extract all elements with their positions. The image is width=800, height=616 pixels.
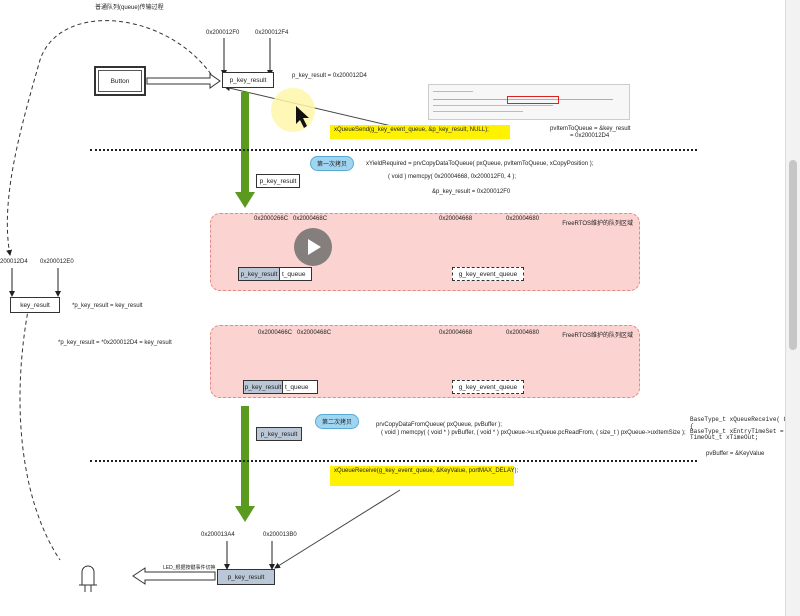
left-addr-right: 0x200012E0 — [40, 259, 74, 265]
copy1-line3: &p_key_result = 0x200012F0 — [432, 189, 511, 195]
region2-addr2: 0x2000468C — [297, 330, 332, 336]
green-arrow-2-shaft — [241, 406, 249, 508]
region1-addr1: 0x2000266C — [254, 216, 289, 222]
led-icon — [79, 565, 97, 592]
receive-connector — [274, 489, 401, 569]
xqueuesend-call: xQueueSend(g_key_event_queue, &p_key_res… — [330, 125, 510, 139]
region1-addr4: 0x20004680 — [506, 216, 540, 222]
button-arrow — [146, 73, 221, 89]
top-addr-right: 0x200012F4 — [255, 30, 289, 36]
dashed-loop-bottom — [19, 299, 61, 561]
pvitem-line1: pvItemToQueue = &key_result — [550, 126, 631, 132]
dashed-loop-path — [6, 20, 216, 256]
mouse-cursor-icon — [296, 106, 309, 128]
code-line2: { — [690, 423, 694, 430]
copy1-line1: xYieldRequired = prvCopyDataToQueue( pxQ… — [366, 161, 594, 167]
scrollbar-thumb[interactable] — [789, 160, 797, 350]
video-play-button[interactable] — [294, 228, 332, 266]
region1-addr2: 0x2000468C — [293, 216, 328, 222]
code-line3: BaseType_t xEntryTimeSet = pd — [690, 428, 795, 435]
code-screenshot-thumbnail — [428, 84, 630, 120]
key-result-box: key_result — [10, 297, 60, 313]
green-arrow-1-head — [235, 192, 255, 208]
region2-title: FreeRTOS维护的队列区域 — [562, 333, 633, 339]
separator-1 — [90, 149, 697, 151]
region2-g-key-event-queue-box: g_key_event_queue — [452, 380, 524, 394]
copy2-line2: ( void ) memcpy( ( void * ) pvBuffer, ( … — [381, 430, 686, 436]
region1-queue-box: t_queue — [279, 267, 312, 281]
code-line4: TimeOut_t xTimeOut; — [690, 434, 759, 441]
top-p-key-result-eq: p_key_result = 0x200012D4 — [292, 73, 367, 79]
copy2-p-key-result-box: p_key_result — [256, 427, 302, 441]
bottom-p-key-result-box: p_key_result — [217, 569, 275, 585]
region2-queue-box: t_queue — [282, 380, 318, 394]
region1-title: FreeRTOS维护的队列区域 — [562, 221, 633, 227]
play-icon — [308, 239, 321, 255]
left-eq1: *p_key_result = key_result — [72, 303, 143, 309]
region2-p-key-result-box: p_key_result — [243, 380, 283, 394]
top-addr-left: 0x200012F0 — [206, 30, 240, 36]
led-arrow — [132, 567, 216, 585]
region2-addr4: 0x20004680 — [506, 330, 540, 336]
top-p-key-result-box: p_key_result — [222, 72, 274, 88]
vertical-scrollbar[interactable] — [785, 0, 800, 616]
copy1-line2: ( void ) memcpy( 0x20004668, 0x200012F0,… — [388, 174, 517, 180]
separator-2 — [90, 460, 697, 462]
pvbuffer-eq: pvBuffer = &KeyValue — [706, 451, 765, 457]
copy2-line1: prvCopyDataFromQueue( pxQueue, pvBuffer … — [376, 422, 502, 428]
region1-g-key-event-queue-box: g_key_event_queue — [452, 267, 524, 281]
diagram-title: 普通队列(queue)传输过程 — [95, 5, 164, 11]
second-copy-bubble: 第二次拷贝 — [315, 414, 360, 429]
region1-p-key-result-box: p_key_result — [238, 267, 280, 281]
copy1-p-key-result-box: p_key_result — [256, 174, 300, 188]
region2-addr3: 0x20004668 — [439, 330, 473, 336]
led-label: LED_根据按键事件切换 — [163, 565, 216, 571]
code-line1: BaseType_t xQueueReceive( Que — [690, 416, 795, 423]
region1-addr3: 0x20004668 — [439, 216, 473, 222]
left-eq2: *p_key_result = *0x200012D4 = key_result — [58, 340, 172, 346]
left-addr-left: 200012D4 — [0, 259, 28, 265]
pvitem-line2: = 0x200012D4 — [570, 133, 610, 139]
xqueuereceive-call: xQueueReceive(g_key_event_queue, &KeyVal… — [330, 466, 518, 486]
bottom-addr-right: 0x200013B0 — [263, 532, 297, 538]
region2-addr1: 0x2000466C — [258, 330, 293, 336]
button-node-label: Button — [98, 70, 142, 92]
green-arrow-1-shaft — [241, 92, 249, 194]
first-copy-bubble: 第一次拷贝 — [310, 156, 355, 171]
bottom-addr-left: 0x200013A4 — [201, 532, 235, 538]
button-node: Button — [94, 66, 146, 96]
cursor-highlight — [271, 88, 315, 132]
green-arrow-2-head — [235, 506, 255, 522]
